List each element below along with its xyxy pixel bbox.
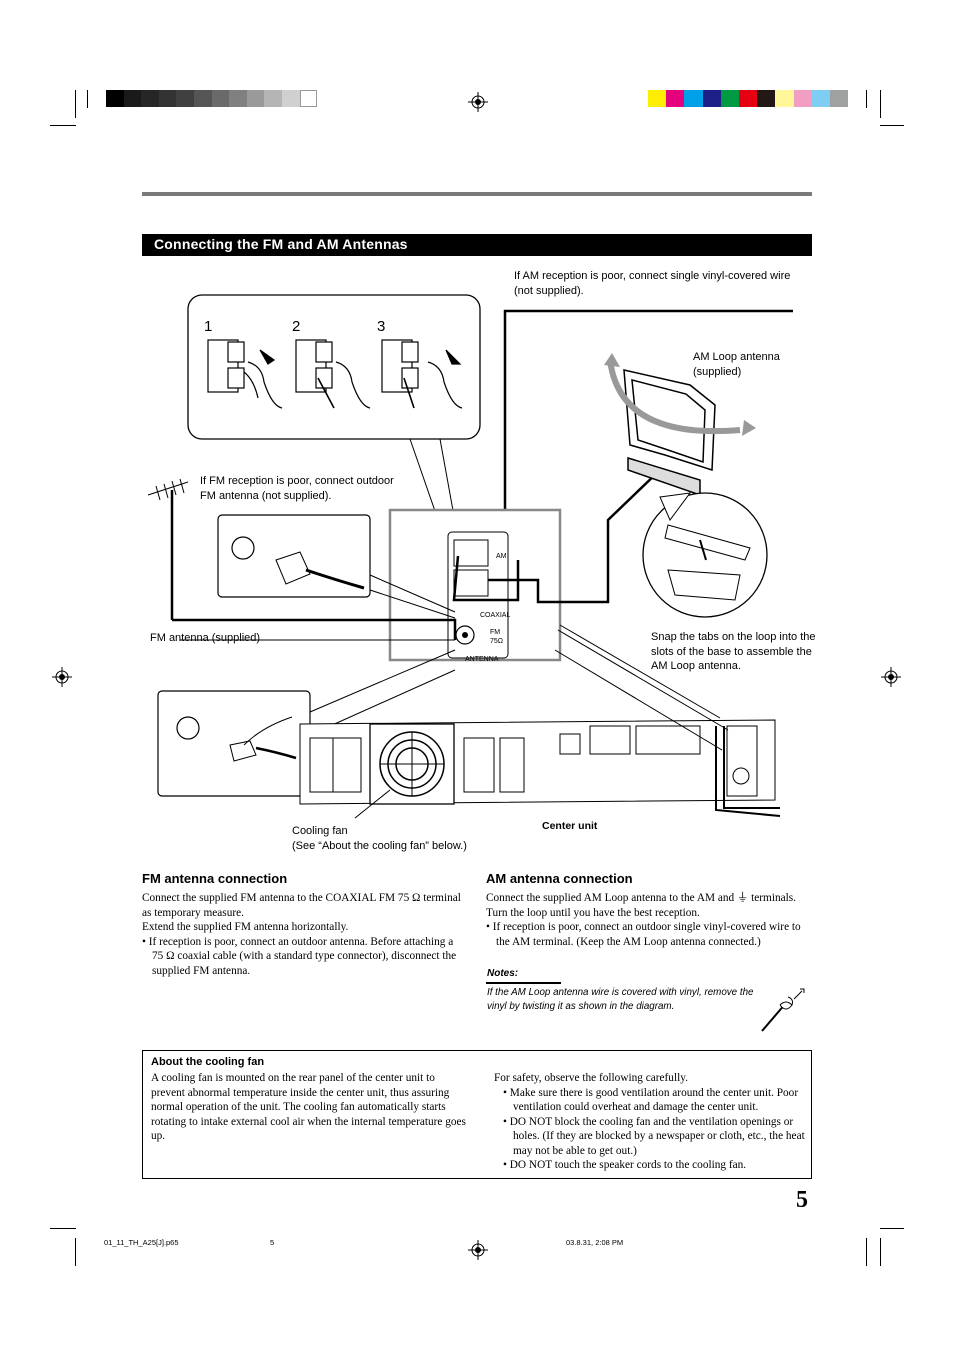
center-unit-caption: Center unit [542,820,598,832]
crop-mark [880,1238,881,1266]
cooling-fan-box: About the cooling fan A cooling fan is m… [142,1050,812,1179]
crop-mark [75,1238,76,1266]
footer-date: 03.8.31, 2:08 PM [566,1238,624,1247]
gray-swatch [141,90,159,107]
color-swatch [666,90,685,107]
terminal-steps-callout [187,294,481,440]
registration-target-icon [468,92,488,112]
color-swatch [684,90,703,107]
step-3-label: 3 [377,318,386,335]
cooling-box-right-intro: For safety, observe the following carefu… [494,1072,688,1084]
am-paragraph-1: Connect the supplied AM Loop antenna to … [486,892,796,919]
color-swatch [775,90,794,107]
notes-rule [486,982,561,984]
cooling-box-left-text: A cooling fan is mounted on the rear pan… [151,1072,466,1142]
page-number: 5 [796,1187,808,1213]
fm-wire-inset [157,690,311,797]
crop-mark [880,125,904,126]
coaxial-label: COAXIAL [480,612,511,619]
crop-mark [866,90,867,108]
color-swatch [648,90,667,107]
step-1-label: 1 [204,318,213,335]
am-bullet-1: • If reception is poor, connect an outdo… [486,921,801,948]
cooling-box-bullet-1: • Make sure there is good ventilation ar… [503,1086,799,1114]
outdoor-fm-antenna-icon [147,478,189,620]
crop-mark [880,90,881,118]
antenna-label: ANTENNA [465,656,499,663]
gray-swatch [106,90,124,107]
gray-swatch [158,90,177,107]
fm-outdoor-caption: If FM reception is poor, connect outdoor… [200,475,394,502]
center-unit-rear-panel [299,719,776,805]
cooling-fan-caption-line2: (See “About the cooling fan” below.) [292,839,467,852]
crop-mark [880,1228,904,1229]
gray-swatch [123,90,142,107]
cooling-fan-caption-line1: Cooling fan [292,825,348,837]
crop-mark [866,1238,867,1266]
fm-section-heading: FM antenna connection [142,871,288,886]
gray-swatch [299,90,318,107]
section-title: Connecting the FM and AM Antennas [154,236,408,252]
crop-mark [75,90,76,118]
terminal-step1-icon [207,339,283,409]
fm-supplied-caption: FM antenna (supplied) [150,632,261,644]
terminal-step3-icon [381,339,463,409]
gray-swatch [264,90,282,107]
gray-swatch [176,90,194,107]
color-swatch [720,90,739,107]
step-2-label: 2 [292,318,301,335]
gray-swatch [211,90,230,107]
gray-swatch [194,90,212,107]
color-swatch [702,90,721,107]
fm-section-body: Connect the supplied FM antenna to the C… [142,891,464,978]
crop-mark [87,90,88,108]
am-terminal-label: AM [496,553,507,560]
footer-filename: 01_11_TH_A25[J].p65 [104,1238,179,1247]
cooling-box-right: For safety, observe the following carefu… [494,1071,808,1173]
am-loop-antenna-icon [623,369,716,497]
am-section-heading: AM antenna connection [486,871,633,886]
top-rule [142,192,812,196]
section-header: Connecting the FM and AM Antennas [142,234,812,256]
footer-page: 5 [270,1238,275,1247]
fm-paragraph-1: Connect the supplied FM antenna to the C… [142,892,461,919]
registration-target-icon [468,1240,488,1260]
gray-swatch [282,90,300,107]
fm-paragraph-2: Extend the supplied FM antenna horizonta… [142,921,349,933]
antenna-connection-diagram [147,294,793,819]
registration-target-icon [52,667,72,687]
cooling-fan-caption: Cooling fan (See “About the cooling fan”… [292,824,502,853]
color-swatch [757,90,776,107]
gray-swatch [246,90,265,107]
gray-swatch [229,90,247,107]
fm-label: FM [490,629,501,636]
terminal-step2-icon [295,339,371,409]
am-loop-caption: AM Loop antenna (supplied) [693,351,780,378]
color-swatch [739,90,758,107]
fm-bullet-1: • If reception is poor, connect an outdo… [142,935,457,977]
am-section-body: Connect the supplied AM Loop antenna to … [486,891,812,949]
snap-tabs-caption: Snap the tabs on the loop into the slots… [651,631,816,672]
registration-target-icon [881,667,901,687]
am-wire-caption: If AM reception is poor, connect single … [514,270,791,297]
color-swatch [793,90,812,107]
wire-twist-icon [761,988,805,1032]
cooling-box-bullet-2: • DO NOT block the cooling fan and the v… [503,1115,805,1157]
note-1: If the AM Loop antenna wire is covered w… [487,987,754,1012]
crop-mark [50,125,76,126]
color-swatch [830,90,849,107]
cooling-box-title: About the cooling fan [151,1056,265,1068]
color-swatch [811,90,830,107]
notes-label: Notes: [487,968,519,979]
cooling-box-bullet-3: • DO NOT touch the speaker cords to the … [503,1159,747,1171]
crop-mark [50,1228,76,1229]
ohm-label: 75Ω [490,638,504,645]
